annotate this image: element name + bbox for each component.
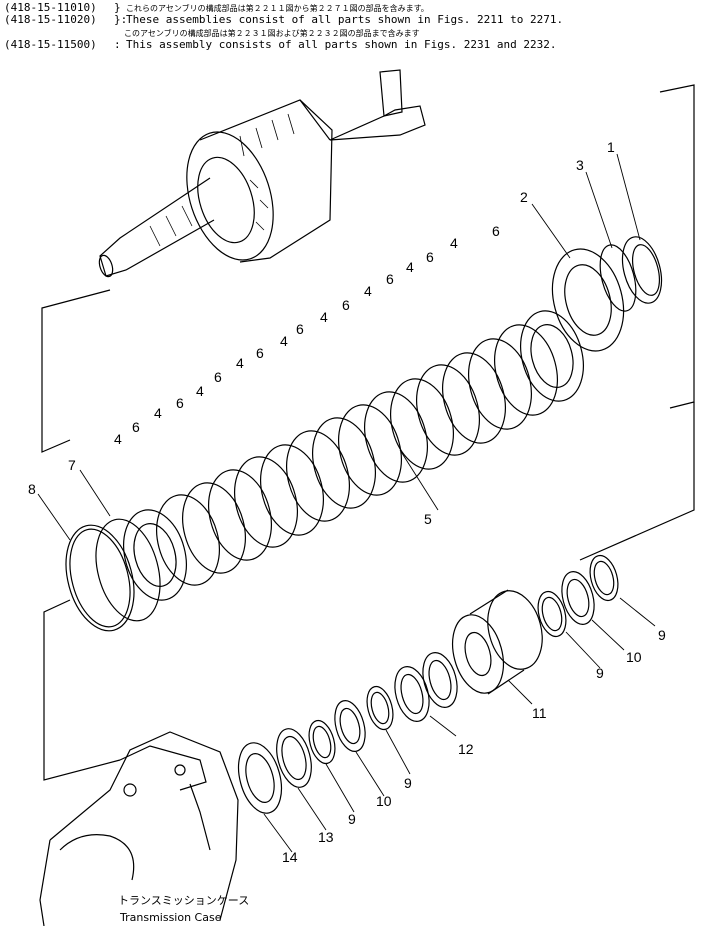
callout-6: 6 bbox=[256, 345, 264, 361]
callout-10: 10 bbox=[376, 793, 392, 809]
callout-4: 4 bbox=[196, 383, 204, 399]
part-code: (418-15-11020) bbox=[4, 13, 97, 26]
assembly-bracket-lower-left bbox=[43, 599, 121, 781]
callout-10: 10 bbox=[626, 649, 642, 665]
assembly-bracket-lower-right bbox=[579, 402, 695, 561]
callout-6: 6 bbox=[342, 297, 350, 313]
callout-14: 14 bbox=[282, 849, 298, 865]
case-label-jp: トランスミッションケース bbox=[118, 894, 249, 907]
piston-7 bbox=[95, 518, 161, 622]
thrust-bearing-10-lower bbox=[334, 700, 366, 752]
brace: } bbox=[114, 1, 121, 14]
washer-9-upper bbox=[589, 554, 619, 602]
callout-11: 11 bbox=[532, 705, 547, 721]
callout-4: 4 bbox=[154, 405, 162, 421]
callout-9: 9 bbox=[404, 775, 412, 791]
callout-12: 12 bbox=[458, 741, 474, 757]
assembly-bracket-right bbox=[659, 84, 695, 409]
callout-4: 4 bbox=[114, 431, 122, 447]
callout-6: 6 bbox=[426, 249, 434, 265]
transmission-case bbox=[39, 731, 239, 926]
note-line-4: (418-15-11500): This assembly consists of… bbox=[4, 38, 556, 51]
callout-6: 6 bbox=[296, 321, 304, 337]
callout-9: 9 bbox=[596, 665, 604, 681]
note-text-jp: これらのアセンブリの構成部品は第２２１１図から第２２７１図の部品を含みます。 bbox=[126, 4, 429, 13]
washer-9-mid bbox=[537, 590, 567, 638]
brace: }: bbox=[114, 13, 128, 26]
header-notes: (418-15-11010)} これらのアセンブリの構成部品は第２２１１図から第２… bbox=[0, 0, 714, 52]
gear-11 bbox=[452, 589, 543, 695]
callout-4: 4 bbox=[406, 259, 414, 275]
leader-lines bbox=[37, 153, 656, 853]
seal-ring-8 bbox=[65, 524, 135, 632]
callout-1: 1 bbox=[607, 139, 615, 155]
note-line-1: (418-15-11010)} これらのアセンブリの構成部品は第２２１１図から第２… bbox=[4, 1, 429, 15]
clutch-plate-stack bbox=[123, 310, 584, 601]
note-text-jp: このアセンブリの構成部品は第２２３１図および第２２３２図の部品まで含みます bbox=[124, 29, 420, 38]
part-code: (418-15-11010) bbox=[4, 1, 97, 14]
colon: : bbox=[114, 38, 121, 51]
note-text-en: These assemblies consist of all parts sh… bbox=[126, 13, 564, 26]
callout-6: 6 bbox=[176, 395, 184, 411]
callout-4: 4 bbox=[450, 235, 458, 251]
ball-bearing-14 bbox=[237, 742, 283, 814]
ring-3 bbox=[599, 244, 637, 312]
callout-4: 4 bbox=[236, 355, 244, 371]
callout-13: 13 bbox=[318, 829, 334, 845]
callout-7: 7 bbox=[68, 457, 76, 473]
needle-bearings-12 bbox=[394, 652, 458, 722]
callout-6: 6 bbox=[132, 419, 140, 435]
callout-2: 2 bbox=[520, 189, 528, 205]
callout-4: 4 bbox=[364, 283, 372, 299]
callout-5: 5 bbox=[424, 511, 432, 527]
callout-3: 3 bbox=[576, 157, 584, 173]
washer-9-lower bbox=[366, 685, 394, 731]
part-code: (418-15-11500) bbox=[4, 38, 97, 51]
washer-9-bottom bbox=[308, 719, 336, 765]
case-label-en: Transmission Case bbox=[119, 911, 222, 924]
snap-ring-1 bbox=[621, 236, 663, 304]
callout-6: 6 bbox=[492, 223, 500, 239]
cage-13 bbox=[276, 728, 312, 788]
callout-4: 4 bbox=[320, 309, 328, 325]
callout-4: 4 bbox=[280, 333, 288, 349]
callout-9: 9 bbox=[348, 811, 356, 827]
note-text-en: This assembly consists of all parts show… bbox=[126, 38, 557, 51]
clutch-drum-shaft-assembly bbox=[98, 69, 426, 278]
thrust-bearing-10-upper bbox=[561, 571, 595, 625]
callout-6: 6 bbox=[214, 369, 222, 385]
callout-6: 6 bbox=[386, 271, 394, 287]
note-line-2: (418-15-11020)}:These assemblies consist… bbox=[4, 13, 563, 26]
callout-9: 9 bbox=[658, 627, 666, 643]
callout-8: 8 bbox=[28, 481, 36, 497]
assembly-bracket-left bbox=[41, 289, 111, 453]
note-line-3: このアセンブリの構成部品は第２２３１図および第２２３２図の部品まで含みます bbox=[124, 26, 420, 40]
end-plate-2 bbox=[551, 248, 625, 352]
